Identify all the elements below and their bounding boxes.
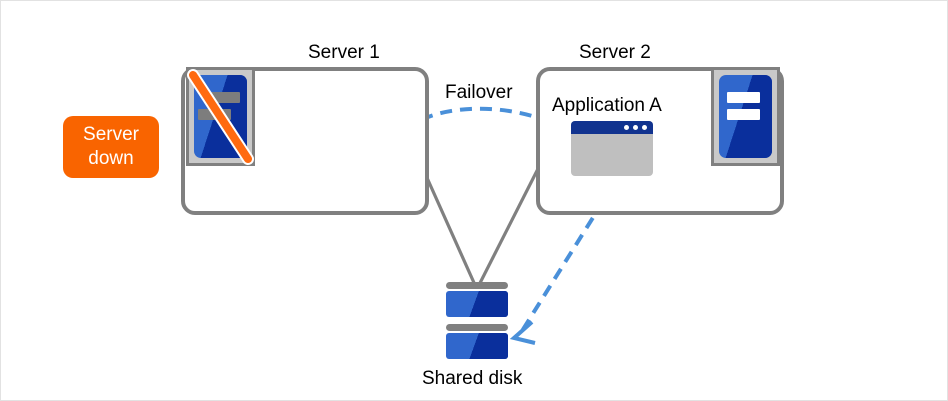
app-to-disk-arrowhead: [509, 320, 536, 345]
application-window-titlebar: [571, 121, 653, 134]
server-2-label: Server 2: [579, 42, 651, 63]
server-icon-bar-top: [206, 91, 240, 103]
application-window-icon: [571, 121, 653, 176]
server-icon-bar-bottom: [726, 109, 760, 121]
window-dot-icon: [624, 125, 629, 130]
server-icon-bar-top: [726, 91, 760, 103]
disk-unit: [446, 324, 508, 359]
window-dot-icon: [633, 125, 638, 130]
server-down-slash-inner-icon: [189, 71, 252, 163]
window-dot-icon: [642, 125, 647, 130]
shared-disk-icon: [446, 282, 508, 359]
status-badge: Server down: [63, 116, 159, 178]
disk-cap: [446, 324, 508, 331]
disk-unit: [446, 282, 508, 317]
status-badge-line2: down: [88, 148, 134, 169]
server-icon-body: [719, 75, 772, 158]
shared-disk-label: Shared disk: [422, 368, 523, 389]
disk-shade: [446, 333, 508, 359]
application-label: Application A: [552, 95, 662, 116]
failover-arrow: [403, 106, 553, 133]
disk-body: [446, 291, 508, 317]
server-icon-active: [711, 67, 780, 166]
status-badge-line1: Server: [83, 123, 139, 145]
disk-shade: [446, 291, 508, 317]
server-1-label: Server 1: [308, 42, 380, 63]
connector-server2-to-disk: [477, 150, 549, 286]
failover-label: Failover: [445, 82, 513, 103]
disk-body: [446, 333, 508, 359]
disk-cap: [446, 282, 508, 289]
